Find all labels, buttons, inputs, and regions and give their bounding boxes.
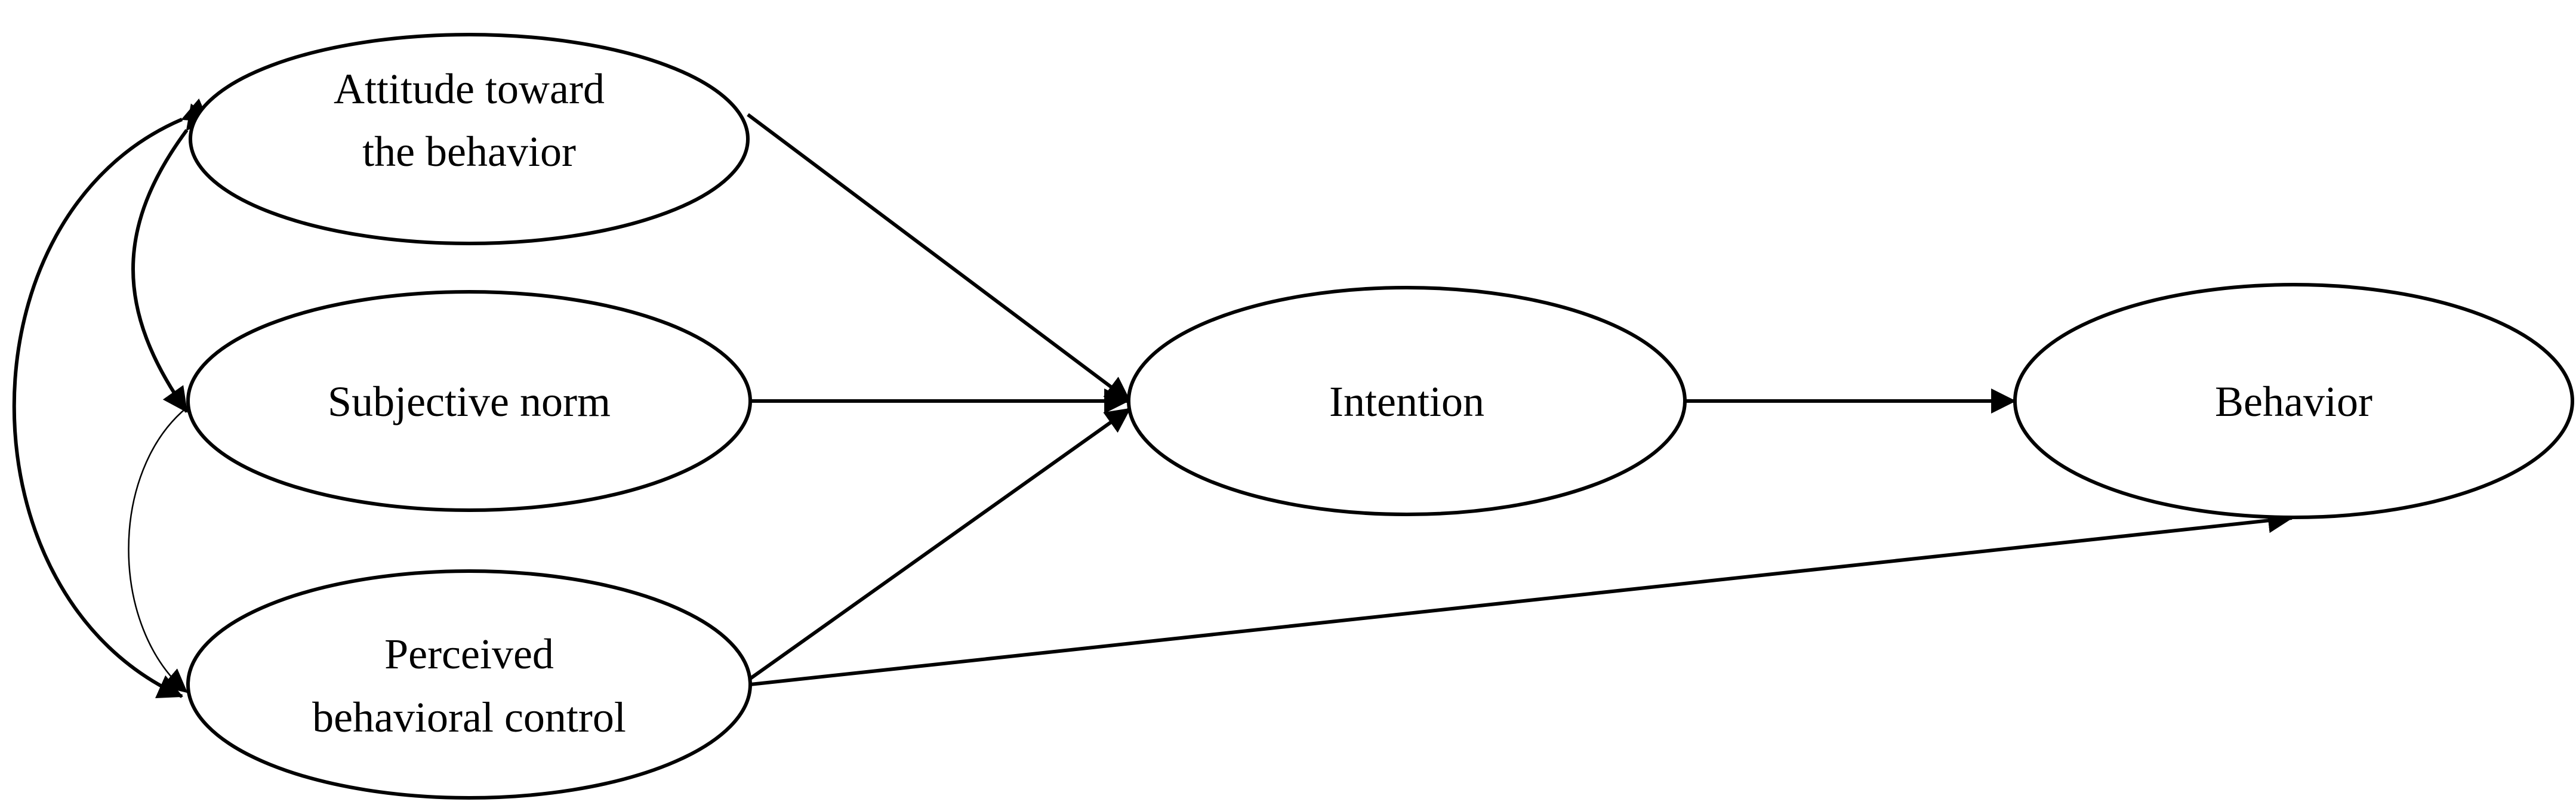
node-intention-label: Intention [1329,378,1484,425]
edge-attitude-to-intention [747,113,1131,403]
node-perceived-control-line-1: Perceived [384,630,554,678]
node-behavior-label: Behavior [2215,378,2372,425]
edge-perceived-control-to-behavior [750,508,2294,686]
node-perceived-control: Perceived behavioral control [186,569,752,800]
edge-perceived-control-to-intention [747,407,1131,682]
node-subjective-norm-label: Subjective norm [328,378,611,425]
node-perceived-control-line-2: behavioral control [312,693,626,741]
node-behavior: Behavior [2013,283,2574,519]
covariance-attitude-subjective-norm [131,103,211,413]
covariance-subjective-norm-perceived-control [128,384,212,693]
node-attitude-line-2: the behavior [362,128,576,175]
node-intention: Intention [1127,286,1687,516]
node-subjective-norm: Subjective norm [186,290,752,512]
covariance-attitude-perceived-control [12,98,209,698]
node-attitude: Attitude toward the behavior [189,33,750,245]
node-attitude-line-1: Attitude toward [334,65,605,113]
